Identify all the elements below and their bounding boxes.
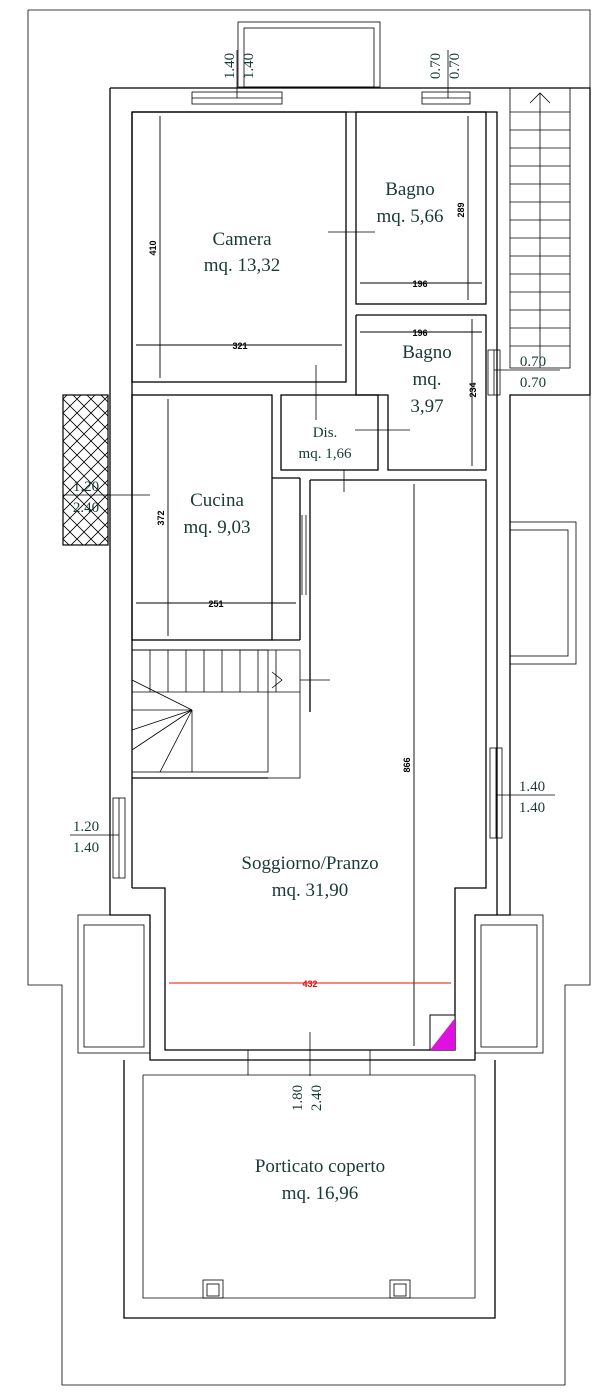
building-walls — [109, 87, 591, 1061]
cucina-name: Cucina — [190, 490, 244, 511]
bagno2-area-value: 3,97 — [410, 396, 443, 417]
win-camera-b: 1.40 — [241, 53, 257, 79]
win-bagno2-b: 0.70 — [520, 375, 546, 391]
win-soggiorno-left-a: 1.20 — [73, 819, 99, 835]
dis-area: mq. 1,66 — [299, 446, 352, 462]
win-camera-a: 1.40 — [222, 53, 238, 79]
bagno1-area: mq. 5,66 — [376, 206, 443, 227]
dis-name: Dis. — [313, 425, 338, 441]
cucina-area: mq. 9,03 — [183, 517, 250, 538]
soggiorno-area: mq. 31,90 — [272, 880, 349, 901]
dim-cucina-width: 251 — [208, 599, 223, 609]
dim-bagno2-height: 234 — [468, 382, 478, 397]
bagno1-name: Bagno — [385, 179, 435, 200]
win-soggiorno-left-b: 1.40 — [73, 840, 99, 856]
camera-name: Camera — [212, 229, 272, 250]
window-openings — [112, 91, 503, 879]
win-porticato-b: 2.40 — [309, 1085, 325, 1111]
win-cucina-a: 1.20 — [73, 479, 99, 495]
dim-cucina-height: 372 — [156, 510, 166, 525]
cucina-hatched-window — [62, 394, 109, 546]
win-soggiorno-right-a: 1.40 — [519, 779, 545, 795]
room-porticato — [123, 1050, 496, 1319]
win-cucina-b: 2.40 — [73, 500, 99, 516]
room-bagno-1 — [355, 111, 487, 305]
window-leader-lines — [63, 50, 560, 836]
dim-bagno2-width: 196 — [412, 328, 427, 338]
room-cucina — [131, 394, 307, 641]
dimension-lines — [136, 116, 482, 1046]
win-bagno2-a: 0.70 — [520, 354, 546, 370]
door-ticks — [280, 231, 410, 1076]
win-bagno1-a: 0.70 — [428, 53, 444, 79]
win-porticato-a: 1.80 — [290, 1085, 306, 1111]
bagno2-area-prefix: mq. — [412, 369, 441, 390]
camera-area: mq. 13,32 — [204, 255, 281, 276]
dim-bagno1-width: 196 — [412, 279, 427, 289]
dim-camera-height: 410 — [148, 240, 158, 255]
stairs-top-right — [509, 87, 571, 369]
magenta-marker-fill — [430, 1018, 455, 1050]
room-camera — [131, 111, 347, 383]
porticato-name: Porticato coperto — [255, 1156, 385, 1177]
dim-soggiorno-height: 866 — [402, 757, 412, 772]
room-soggiorno — [132, 479, 487, 1051]
dim-bagno1-height: 289 — [456, 202, 466, 217]
porticato-area: mq. 16,96 — [282, 1183, 359, 1204]
win-bagno1-b: 0.70 — [447, 53, 463, 79]
dim-soggiorno-width: 432 — [302, 979, 317, 989]
perimeter-outline — [27, 9, 591, 1386]
soggiorno-name: Soggiorno/Pranzo — [241, 853, 378, 874]
internal-staircase — [131, 649, 330, 779]
dim-camera-width: 321 — [232, 341, 247, 351]
win-soggiorno-right-b: 1.40 — [519, 800, 545, 816]
top-balcony — [237, 21, 381, 88]
side-balconies — [77, 521, 577, 1054]
bagno2-name: Bagno — [402, 342, 452, 363]
room-bagno-2 — [355, 314, 487, 471]
